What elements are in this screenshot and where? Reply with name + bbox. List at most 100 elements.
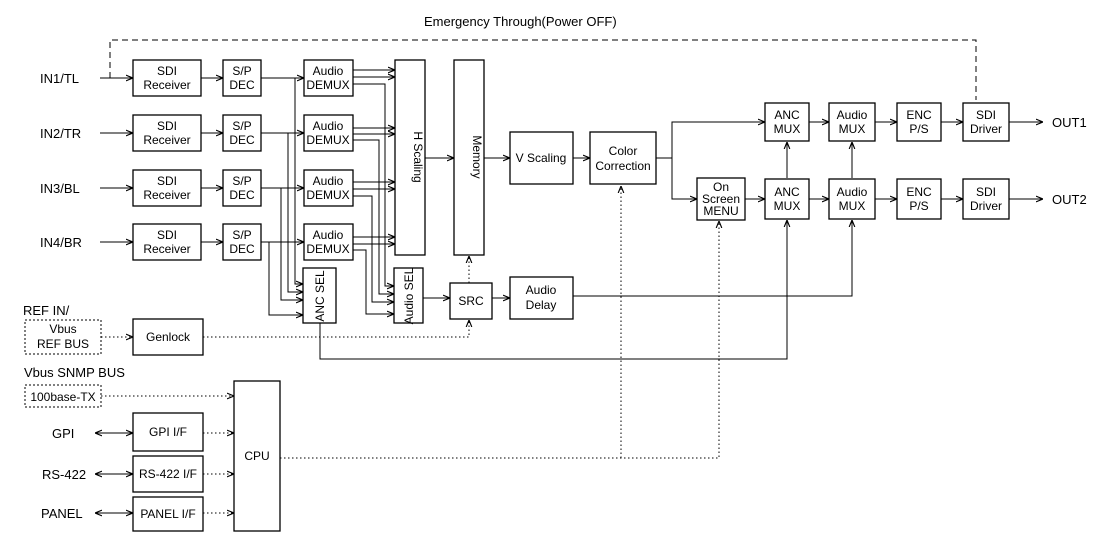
- svg-text:V Scaling: V Scaling: [516, 151, 567, 165]
- svg-text:Memory: Memory: [470, 135, 484, 178]
- input-label-in4: IN4/BR: [40, 235, 82, 250]
- svg-text:DEMUX: DEMUX: [306, 188, 349, 202]
- svg-text:DEC: DEC: [229, 133, 255, 147]
- svg-text:Color: Color: [609, 144, 638, 158]
- svg-text:S/P: S/P: [232, 228, 251, 242]
- svg-text:SRC: SRC: [458, 294, 484, 308]
- svg-text:ANC SEL: ANC SEL: [313, 270, 327, 322]
- audio-demux-4: Audio DEMUX: [303, 223, 354, 261]
- audio-mux-1: Audio MUX: [828, 102, 876, 142]
- svg-text:MUX: MUX: [839, 199, 866, 213]
- sp-dec-3: S/P DEC: [222, 169, 262, 207]
- svg-text:ENC: ENC: [906, 185, 932, 199]
- color-correction-block: Color Correction: [589, 131, 657, 185]
- sp-dec-2: S/P DEC: [222, 114, 262, 152]
- rs422-label: RS-422: [42, 467, 86, 482]
- src-block: SRC: [449, 282, 493, 320]
- svg-text:SDI: SDI: [976, 185, 996, 199]
- panel-label: PANEL: [41, 506, 83, 521]
- genlock-block: Genlock: [132, 318, 204, 356]
- svg-text:Correction: Correction: [595, 159, 650, 173]
- svg-text:P/S: P/S: [909, 199, 928, 213]
- v-scaling-block: V Scaling: [509, 131, 574, 185]
- svg-text:S/P: S/P: [232, 64, 251, 78]
- svg-text:Audio: Audio: [837, 185, 868, 199]
- sdi-receiver-4: SDI Receiver: [132, 223, 202, 261]
- anc-sel-block: ANC SEL: [302, 267, 337, 324]
- audio-sel-block: Audio SEL: [393, 267, 424, 324]
- svg-text:Audio: Audio: [313, 119, 344, 133]
- svg-text:Receiver: Receiver: [143, 242, 190, 256]
- svg-text:MENU: MENU: [703, 204, 738, 218]
- svg-text:MUX: MUX: [774, 122, 801, 136]
- enc-ps-1: ENC P/S: [896, 102, 942, 142]
- input-label-in3: IN3/BL: [40, 181, 80, 196]
- svg-text:SDI: SDI: [157, 228, 177, 242]
- svg-text:On: On: [713, 180, 729, 194]
- emergency-through-path: [109, 39, 977, 100]
- svg-text:Receiver: Receiver: [143, 188, 190, 202]
- svg-text:100base-TX: 100base-TX: [30, 390, 95, 404]
- svg-text:Driver: Driver: [970, 122, 1002, 136]
- enc-ps-2: ENC P/S: [896, 178, 942, 220]
- ethernet-box: 100base-TX: [24, 384, 102, 408]
- input-label-in1: IN1/TL: [40, 71, 79, 86]
- sdi-driver-2: SDI Driver: [962, 178, 1010, 220]
- h-scaling-block: H Scaling: [394, 59, 426, 256]
- svg-text:ANC: ANC: [774, 185, 800, 199]
- memory-block: Memory: [453, 59, 485, 256]
- svg-text:Audio: Audio: [313, 174, 344, 188]
- emergency-through-label: Emergency Through(Power OFF): [424, 14, 617, 29]
- svg-text:GPI I/F: GPI I/F: [149, 425, 187, 439]
- audio-demux-2: Audio DEMUX: [303, 114, 354, 152]
- svg-text:MUX: MUX: [839, 122, 866, 136]
- sdi-receiver-2: SDI Receiver: [132, 114, 202, 152]
- svg-text:DEC: DEC: [229, 242, 255, 256]
- svg-text:MUX: MUX: [774, 199, 801, 213]
- vbus-label: Vbus: [49, 322, 76, 336]
- svg-text:Genlock: Genlock: [146, 330, 191, 344]
- ref-in-box: [24, 319, 102, 355]
- sp-dec-1: S/P DEC: [222, 59, 262, 97]
- svg-text:S/P: S/P: [232, 119, 251, 133]
- svg-text:PANEL I/F: PANEL I/F: [140, 507, 195, 521]
- svg-text:SDI: SDI: [157, 64, 177, 78]
- svg-text:Receiver: Receiver: [143, 133, 190, 147]
- svg-text:Screen: Screen: [702, 192, 740, 206]
- ref-bus-label: REF BUS: [37, 337, 89, 351]
- audio-delay-block: Audio Delay: [509, 276, 574, 320]
- svg-text:DEMUX: DEMUX: [306, 242, 349, 256]
- svg-text:DEMUX: DEMUX: [306, 133, 349, 147]
- output-label-out2: OUT2: [1052, 192, 1087, 207]
- svg-text:Audio SEL: Audio SEL: [402, 267, 416, 324]
- snmp-label: Vbus SNMP BUS: [24, 365, 125, 380]
- anc-mux-1: ANC MUX: [764, 102, 810, 142]
- svg-text:Delay: Delay: [526, 298, 557, 312]
- svg-text:DEC: DEC: [229, 188, 255, 202]
- svg-text:SDI: SDI: [157, 119, 177, 133]
- gpi-label: GPI: [52, 426, 74, 441]
- svg-text:ANC: ANC: [774, 108, 800, 122]
- svg-text:Driver: Driver: [970, 199, 1002, 213]
- output-label-out1: OUT1: [1052, 115, 1087, 130]
- svg-text:H Scaling: H Scaling: [411, 131, 425, 182]
- sdi-receiver-1: SDI Receiver: [132, 59, 202, 97]
- svg-text:Audio: Audio: [837, 108, 868, 122]
- anc-mux-2: ANC MUX: [764, 178, 810, 220]
- audio-mux-2: Audio MUX: [828, 178, 876, 220]
- on-screen-menu-block: On Screen MENU: [696, 177, 746, 221]
- svg-text:RS-422 I/F: RS-422 I/F: [139, 467, 197, 481]
- sp-dec-4: S/P DEC: [222, 223, 262, 261]
- svg-text:SDI: SDI: [157, 174, 177, 188]
- svg-text:Audio: Audio: [526, 283, 557, 297]
- audio-demux-3: Audio DEMUX: [303, 169, 354, 207]
- gpi-if-block: GPI I/F: [132, 412, 204, 452]
- audio-demux-1: Audio DEMUX: [303, 59, 354, 97]
- svg-text:Audio: Audio: [313, 64, 344, 78]
- svg-text:ENC: ENC: [906, 108, 932, 122]
- svg-text:P/S: P/S: [909, 122, 928, 136]
- cpu-block: CPU: [233, 380, 281, 532]
- svg-text:SDI: SDI: [976, 108, 996, 122]
- ref-in-label: REF IN/: [23, 303, 70, 318]
